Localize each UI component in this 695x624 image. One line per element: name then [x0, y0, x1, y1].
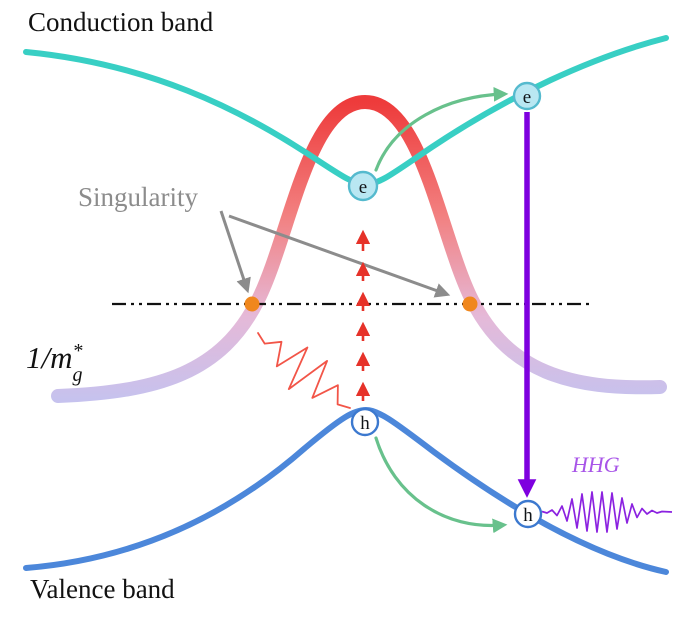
- conduction-band-label: Conduction band: [28, 7, 214, 37]
- singularity-dot-left: [244, 296, 260, 312]
- singularity-pointer-right: [228, 214, 451, 298]
- singularity-label: Singularity: [78, 182, 198, 212]
- laser-pulse-icon: [257, 332, 351, 409]
- singularity-dot-right: [462, 296, 478, 312]
- hole-symbol: h: [523, 505, 533, 526]
- hole-symbol: h: [360, 413, 370, 434]
- valence-band-curve: [23, 406, 669, 575]
- inverse-mass-label: 1/m*g: [26, 340, 83, 386]
- electron-transport-arrow: [374, 87, 509, 172]
- hhg-wavepacket-icon: [541, 491, 673, 533]
- electron-symbol: e: [523, 87, 531, 108]
- electron-at-cbm: e: [347, 170, 379, 202]
- valence-band-label: Valence band: [30, 574, 175, 604]
- electron-displaced: e: [512, 81, 542, 111]
- singularity-pointer-left: [219, 210, 251, 294]
- hole-at-vbm: h: [350, 407, 380, 437]
- inverse-effective-mass-curve: [51, 94, 667, 403]
- hhg-label: HHG: [571, 452, 620, 477]
- hole-transport-arrow: [374, 436, 508, 534]
- hole-displaced: h: [513, 499, 543, 529]
- electron-symbol: e: [359, 177, 367, 198]
